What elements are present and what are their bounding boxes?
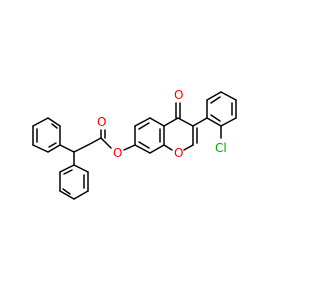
chlorine-label: Cl — [215, 141, 227, 155]
ester-group — [87, 129, 136, 151]
chromenone-pyranone-ring — [163, 102, 198, 151]
diphenylmethyl-bonds — [59, 144, 89, 166]
ring-oxygen-label: O — [174, 146, 183, 160]
chlorophenyl-ring — [192, 91, 237, 139]
ester-carbonyl-oxygen-label: O — [97, 115, 106, 129]
molecule-diagram: O O O O Cl — [32, 88, 237, 200]
chromenone-benzo-ring — [134, 117, 165, 154]
phenyl-ring-top-left — [32, 117, 61, 153]
phenyl-ring-bottom-left — [59, 164, 89, 200]
ester-link-oxygen-label: O — [113, 146, 122, 160]
ketone-oxygen-label: O — [174, 88, 183, 102]
